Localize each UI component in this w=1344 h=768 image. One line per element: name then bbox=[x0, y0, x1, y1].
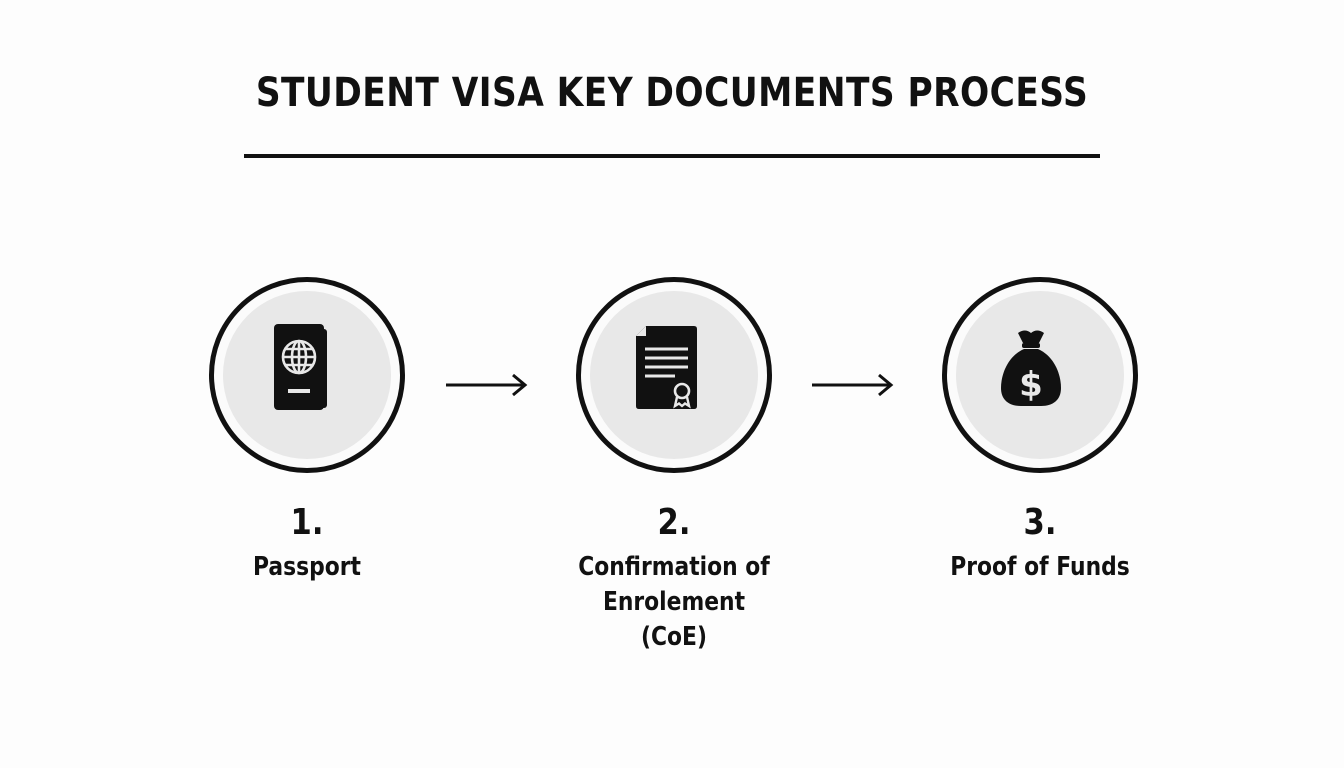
svg-text:$: $ bbox=[1019, 365, 1043, 405]
arrow-right-icon bbox=[812, 373, 894, 397]
step-1-caption: 1. Passport bbox=[167, 500, 447, 585]
money-bag-icon: $ bbox=[1001, 330, 1061, 406]
step-3-caption: 3. Proof of Funds bbox=[900, 500, 1180, 585]
passport-icon bbox=[274, 324, 327, 410]
arrow-right-icon bbox=[446, 373, 528, 397]
step-1-circle bbox=[209, 277, 405, 473]
step-3-label: Proof of Funds bbox=[950, 552, 1130, 582]
step-1-number: 1. bbox=[290, 502, 324, 543]
step-2-label: Confirmation of Enrolement (CoE) bbox=[578, 552, 770, 652]
step-3-circle: $ bbox=[942, 277, 1138, 473]
step-2-number: 2. bbox=[657, 502, 691, 543]
step-3-number: 3. bbox=[1023, 502, 1057, 543]
step-1-label: Passport bbox=[252, 552, 361, 582]
certificate-document-icon bbox=[636, 326, 697, 409]
step-2-caption: 2. Confirmation of Enrolement (CoE) bbox=[534, 500, 814, 655]
step-2-circle bbox=[576, 277, 772, 473]
title-underline bbox=[244, 154, 1100, 158]
diagram-title: STUDENT VISA KEY DOCUMENTS PROCESS bbox=[255, 70, 1089, 116]
